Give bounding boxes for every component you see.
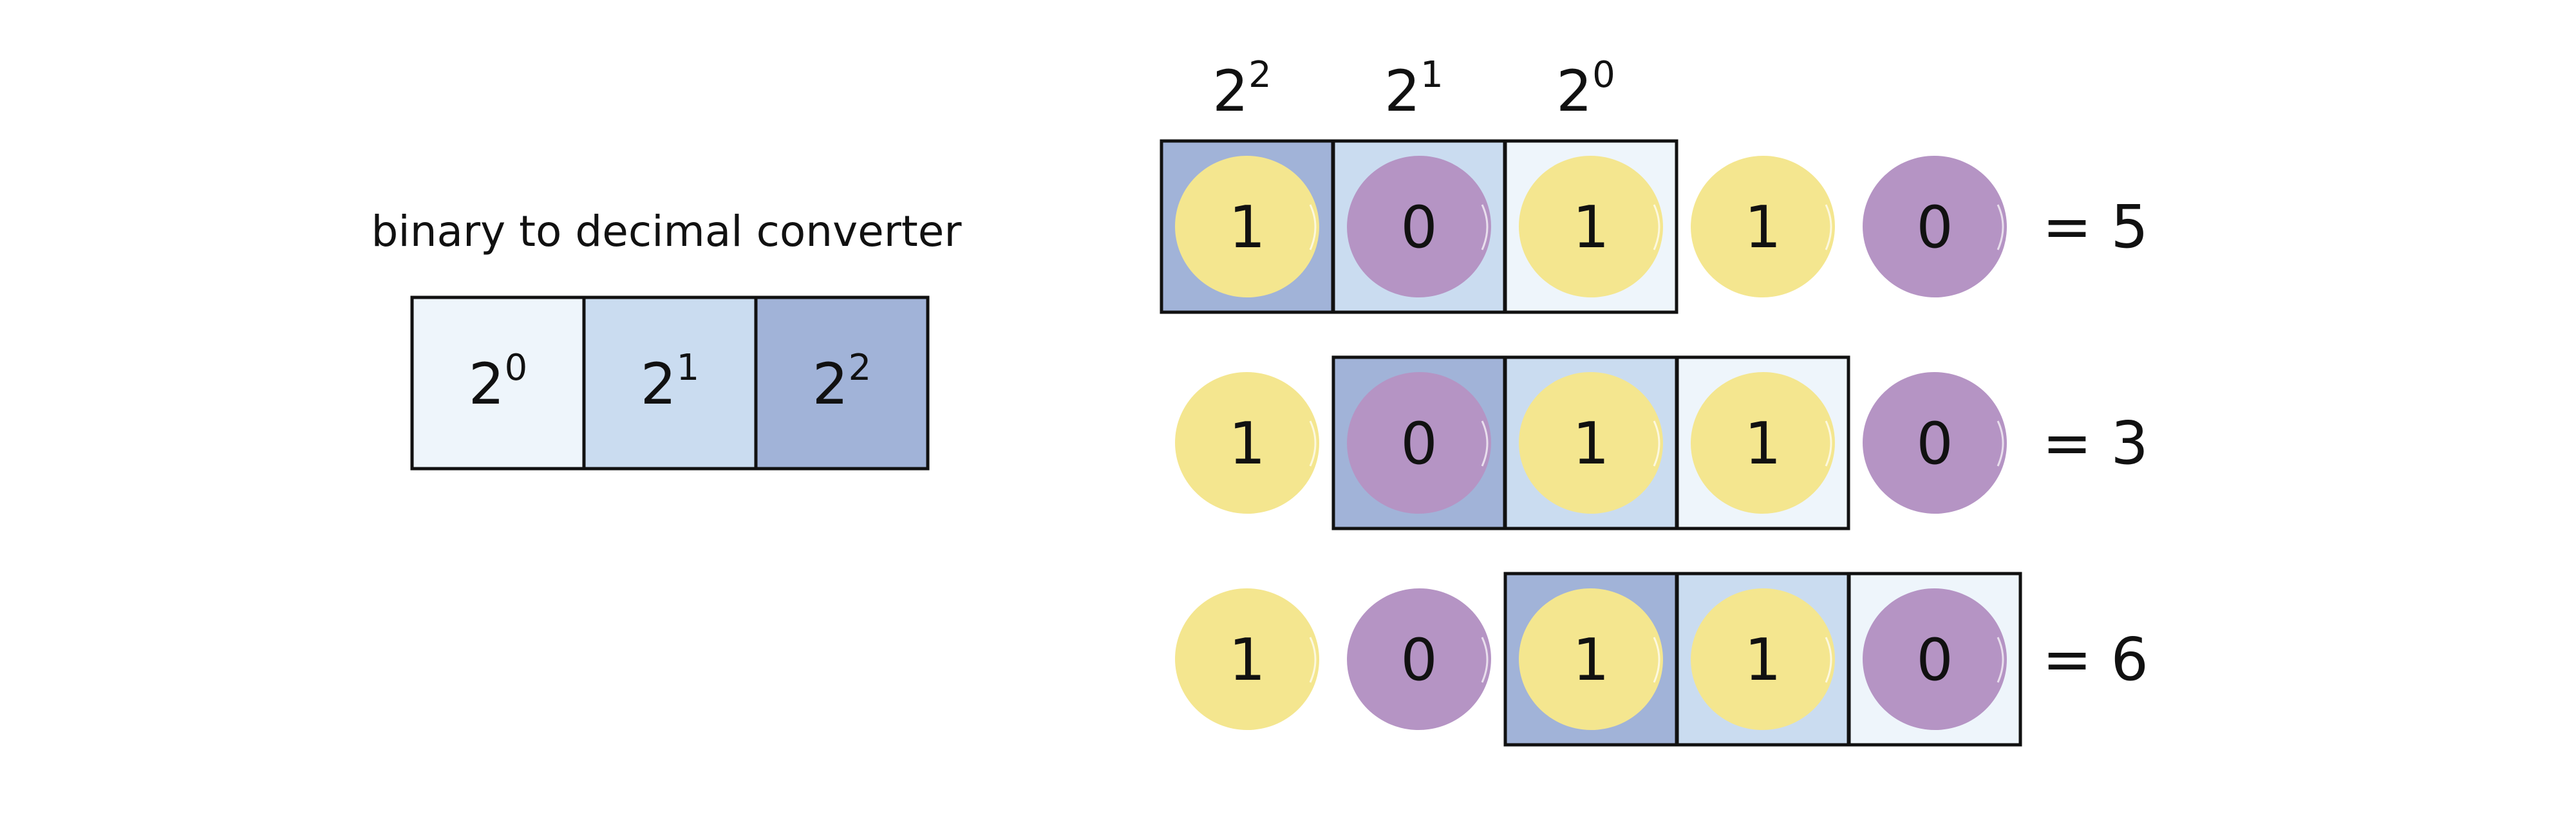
- bit-brush-highlight: [1309, 420, 1317, 467]
- bit-value: 0: [1916, 626, 1953, 694]
- bit-value: 0: [1400, 194, 1437, 261]
- bit-brush-highlight: [1653, 637, 1660, 683]
- bit-brush-highlight: [1825, 637, 1832, 683]
- bit-zero-bubble: 0: [1863, 155, 2007, 298]
- bit-zero-bubble: 0: [1863, 371, 2007, 514]
- bit-brush-highlight: [1653, 204, 1660, 250]
- bit-brush-highlight: [1997, 637, 2004, 683]
- header-power-0-base: 2: [1212, 58, 1248, 124]
- bit-rows: 1 0 1 1 0 = 5 1 0 1 1 0 = 3 1 0 1 1 0 = 6: [1160, 139, 2148, 747]
- bit-circle: [1691, 371, 1835, 514]
- legend-power-1: 21: [641, 347, 700, 417]
- bit-brush-highlight: [1481, 204, 1489, 250]
- legend-power-0-base: 2: [469, 351, 505, 417]
- bit-one-bubble: 1: [1691, 371, 1835, 514]
- bit-circle: [1863, 371, 2007, 514]
- bit-value: 1: [1572, 626, 1609, 694]
- bit-brush-highlight: [1653, 420, 1660, 467]
- bit-brush-highlight: [1481, 637, 1489, 683]
- bit-value: 1: [1572, 194, 1609, 261]
- row-result-2: = 6: [2042, 625, 2148, 694]
- bit-zero-bubble: 0: [1347, 588, 1491, 731]
- legend-power-1-base: 2: [641, 351, 677, 417]
- bit-value: 0: [1916, 410, 1953, 478]
- header-power-0-exponent: 2: [1248, 54, 1272, 96]
- bit-one-bubble: 1: [1175, 588, 1319, 731]
- header-power-1-base: 2: [1384, 58, 1420, 124]
- header-power-1-exponent: 1: [1420, 54, 1443, 96]
- bit-brush-highlight: [1997, 204, 2004, 250]
- bit-row-1: 1 0 1 1 0 = 3: [1175, 355, 2148, 530]
- legend-power-0: 20: [469, 347, 528, 417]
- legend-power-0-exponent: 0: [505, 347, 528, 389]
- bit-value: 0: [1916, 194, 1953, 261]
- bit-one-bubble: 1: [1691, 155, 1835, 298]
- bit-zero-bubble: 0: [1347, 155, 1491, 298]
- header-power-1: 21: [1384, 54, 1443, 124]
- bit-value: 1: [1228, 194, 1265, 261]
- bit-brush-highlight: [1309, 204, 1317, 250]
- legend-cell-0: [410, 295, 586, 471]
- row-result-1: = 3: [2042, 409, 2148, 478]
- bit-one-bubble: 1: [1519, 155, 1663, 298]
- bit-circle: [1519, 588, 1663, 731]
- bit-value: 1: [1744, 626, 1781, 694]
- bit-zero-bubble: 0: [1347, 371, 1491, 514]
- bit-value: 1: [1744, 410, 1781, 478]
- header-power-2: 20: [1556, 54, 1615, 124]
- bit-circle: [1175, 588, 1319, 731]
- diagram-title: binary to decimal converter: [371, 207, 962, 256]
- bit-one-bubble: 1: [1519, 371, 1663, 514]
- legend-power-2-exponent: 2: [849, 347, 872, 389]
- bit-value: 1: [1744, 194, 1781, 261]
- legend-power-1-exponent: 1: [677, 347, 700, 389]
- bit-brush-highlight: [1997, 420, 2004, 467]
- bit-one-bubble: 1: [1519, 588, 1663, 731]
- bit-brush-highlight: [1481, 420, 1489, 467]
- bit-zero-bubble: 0: [1863, 588, 2007, 731]
- bit-value: 0: [1400, 626, 1437, 694]
- bit-circle: [1863, 588, 2007, 731]
- bit-value: 1: [1572, 410, 1609, 478]
- bit-one-bubble: 1: [1691, 588, 1835, 731]
- bit-row-2: 1 0 1 1 0 = 6: [1175, 572, 2148, 747]
- bit-value: 0: [1400, 410, 1437, 478]
- bit-value: 1: [1228, 410, 1265, 478]
- header-power-2-exponent: 0: [1592, 54, 1615, 96]
- bit-brush-highlight: [1825, 420, 1832, 467]
- bit-circle: [1519, 371, 1663, 514]
- bit-circle: [1691, 588, 1835, 731]
- bit-one-bubble: 1: [1175, 371, 1319, 514]
- header-power-2-base: 2: [1556, 58, 1592, 124]
- bit-circle: [1519, 155, 1663, 298]
- bit-one-bubble: 1: [1175, 155, 1319, 298]
- legend-power-2-base: 2: [813, 351, 849, 417]
- bit-circle: [1175, 155, 1319, 298]
- bit-brush-highlight: [1309, 637, 1317, 683]
- bit-circle: [1347, 155, 1491, 298]
- bit-row-0: 1 0 1 1 0 = 5: [1160, 139, 2148, 314]
- header-power-0: 22: [1212, 54, 1272, 124]
- bit-value: 1: [1228, 626, 1265, 694]
- bit-circle: [1691, 155, 1835, 298]
- row-result-0: = 5: [2042, 192, 2148, 261]
- legend-cell-2: [754, 295, 930, 471]
- bit-circle: [1347, 588, 1491, 731]
- bit-brush-highlight: [1825, 204, 1832, 250]
- bit-circle: [1863, 155, 2007, 298]
- bit-circle: [1347, 371, 1491, 514]
- legend-power-2: 22: [813, 347, 872, 417]
- bit-circle: [1175, 371, 1319, 514]
